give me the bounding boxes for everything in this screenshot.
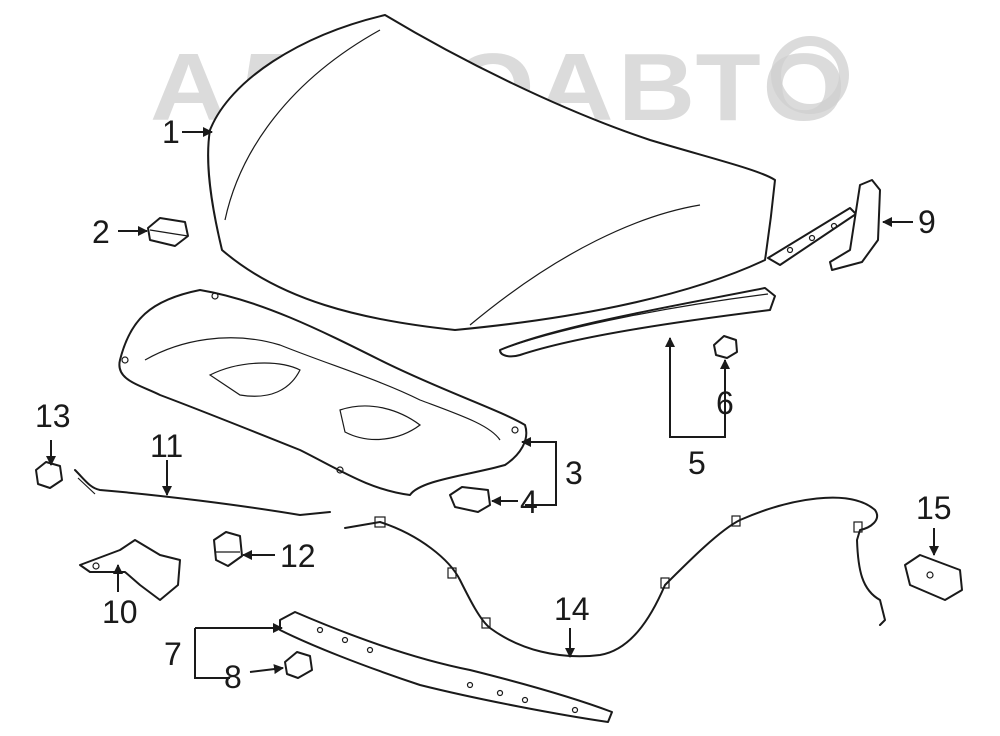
release-cable [344,496,886,658]
callout-1: 1 [162,114,180,150]
callout-7: 7 [164,636,182,672]
callout-8: 8 [224,659,242,695]
hood-insulator [118,289,528,496]
hood-latch [904,554,963,601]
leader-lines [46,127,939,679]
callout-10: 10 [102,594,138,630]
callout-14: 14 [554,591,590,627]
callout-11: 11 [150,428,183,464]
callout-4: 4 [520,484,538,520]
prop-rod-grommet [213,531,243,567]
seal-clip [713,335,738,359]
callout-2: 2 [92,214,110,250]
callout-15: 15 [916,490,952,526]
hood-panel [207,14,776,331]
callout-5: 5 [688,445,706,481]
hood-seal [499,287,776,358]
hood-bumper [147,217,189,247]
callout-12: 12 [280,538,316,574]
callout-13: 13 [35,398,71,434]
callout-3: 3 [565,455,583,491]
latch-bracket [79,539,181,601]
callout-6: 6 [716,385,734,421]
hood-hinge [767,179,881,271]
seal-retainer [284,651,313,679]
callout-numbers: 1 2 3 4 5 6 7 8 9 10 11 12 13 14 15 [35,114,952,695]
front-hood-seal [279,611,613,723]
insulator-clip [449,486,491,513]
prop-rod-clip [35,461,63,489]
callout-9: 9 [918,204,936,240]
hood-prop-rod [74,469,331,516]
